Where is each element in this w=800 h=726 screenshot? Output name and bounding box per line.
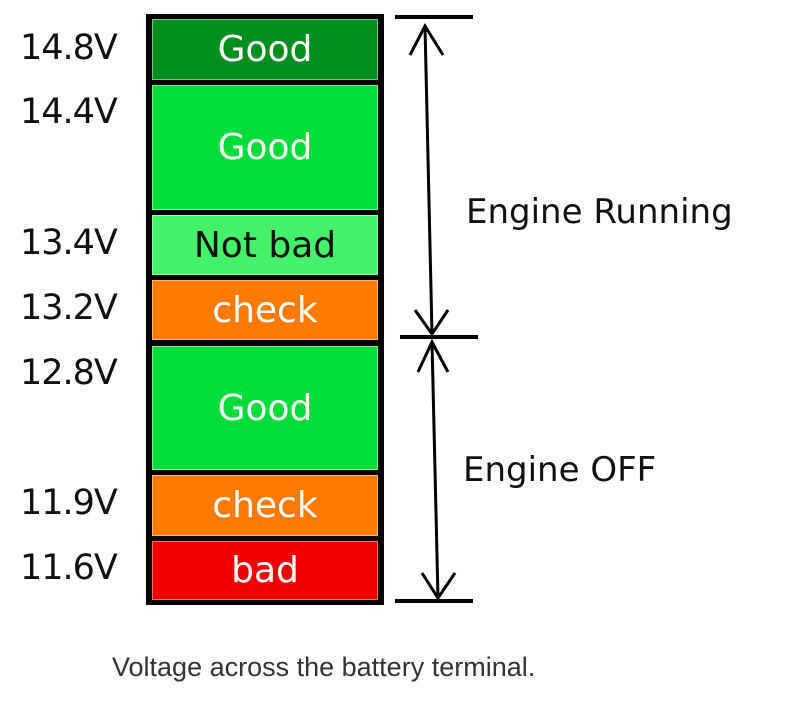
segment-good: Good [152, 85, 378, 210]
voltage-label: 14.8V [20, 28, 118, 68]
running-arrow-up-head [408, 22, 445, 56]
segment-status: Good [217, 29, 313, 70]
off-arrow-down-head [420, 572, 457, 601]
voltage-scale: Good Good Not bad check Good check bad [146, 14, 384, 605]
engine-running-label: Engine Running [466, 192, 733, 232]
segment-not-bad: Not bad [152, 215, 378, 275]
segment-bad: bad [152, 541, 378, 600]
segment-status: Good [217, 127, 313, 168]
off-arrow-up-head [416, 338, 450, 373]
segment-good-dark: Good [152, 19, 378, 80]
segment-status: bad [231, 550, 299, 591]
segment-status: check [212, 289, 318, 331]
segment-check: check [152, 280, 378, 340]
voltage-label: 13.4V [20, 223, 118, 263]
voltage-label: 11.6V [20, 548, 118, 588]
voltage-label: 12.8V [20, 353, 118, 393]
segment-status: Good [217, 387, 313, 429]
off-arrow-shaft [430, 341, 440, 599]
running-arrow-shaft [423, 25, 434, 335]
segment-status: Not bad [193, 224, 337, 266]
segment-good: Good [152, 346, 378, 470]
segment-check: check [152, 475, 378, 536]
voltage-label: 13.2V [20, 288, 118, 328]
engine-off-label: Engine OFF [463, 450, 657, 490]
segment-status: check [212, 485, 318, 526]
caption: Voltage across the battery terminal. [112, 652, 536, 682]
running-arrow-down-head [413, 309, 450, 337]
voltage-label: 14.4V [20, 92, 118, 132]
voltage-label: 11.9V [20, 483, 118, 523]
